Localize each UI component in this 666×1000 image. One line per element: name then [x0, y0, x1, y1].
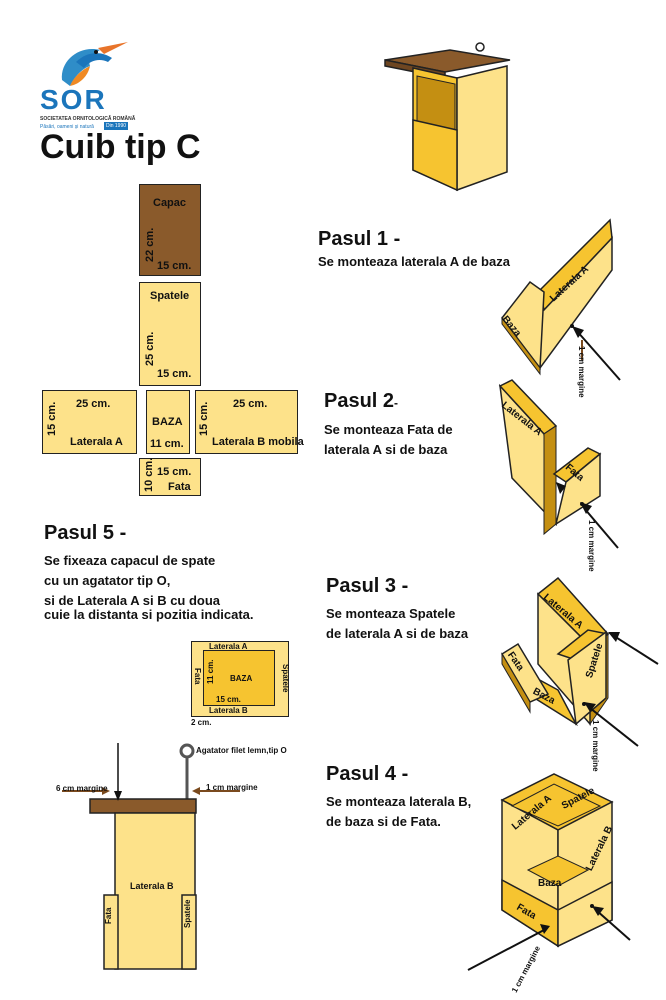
step5-line2: cu un agatator tip O,	[44, 573, 171, 588]
step5-line4: cuie la distanta si pozitia indicata.	[44, 607, 254, 622]
step2-title-dash: -	[394, 396, 399, 410]
capac-height: 22 cm.	[144, 227, 156, 262]
step2-line2: laterala A si de baza	[324, 442, 448, 457]
baza-panel	[146, 390, 190, 454]
top-view-inner	[203, 650, 275, 706]
laterala-a-width: 25 cm.	[76, 398, 111, 410]
step3-figure	[500, 576, 659, 747]
spatele-height: 25 cm.	[144, 331, 156, 366]
assembled-birdhouse	[384, 42, 511, 192]
spatele-label: Spatele	[150, 290, 190, 302]
step4-line2: de baza si de Fata.	[326, 814, 441, 829]
top-view-laterala-a: Laterala A	[209, 642, 248, 651]
top-view-h: 11 cm.	[206, 659, 215, 684]
capac-width: 15 cm.	[157, 260, 192, 272]
top-view-gap: 2 cm.	[191, 718, 212, 727]
logo-name: SOR	[40, 84, 107, 115]
capac-panel	[139, 184, 201, 276]
step3-title: Pasul 3 -	[326, 575, 409, 597]
step1-figure	[501, 218, 621, 381]
step4-title: Pasul 4 -	[326, 763, 409, 785]
capac-label: Capac	[153, 197, 187, 209]
logo-since: Din 1990	[104, 122, 129, 130]
step2-margin: 1 cm margine	[587, 520, 596, 572]
step3-line1: Se monteaza Spatele	[326, 606, 456, 621]
fata-height: 10 cm.	[143, 457, 155, 492]
fata-panel	[139, 458, 201, 496]
top-view-spatele: Spatele	[281, 664, 290, 693]
laterala-a-label: Laterala A	[70, 436, 123, 448]
spatele-width: 15 cm.	[157, 368, 192, 380]
logo-motto: Păsări, oameni și natură	[40, 124, 94, 130]
logo-org: SOCIETATEA ORNITOLOGICĂ ROMÂNĂ	[40, 116, 136, 122]
top-view-baza: BAZA	[230, 674, 253, 683]
step5-line3: si de Laterala A si B cu doua	[44, 593, 221, 608]
fata-label: Fata	[168, 481, 191, 493]
step5-title: Pasul 5 -	[44, 522, 127, 544]
laterala-a-panel	[42, 390, 137, 454]
top-view-fata: Fata	[193, 668, 202, 685]
laterala-b-height: 15 cm.	[198, 401, 210, 436]
spatele-panel	[139, 282, 201, 386]
side-view-fata: Fata	[104, 907, 113, 924]
logo: SOR SOCIETATEA ORNITOLOGICĂ ROMÂNĂ Păsăr…	[40, 40, 135, 135]
baza-width: 11 cm.	[150, 438, 184, 450]
step2-line1: Se monteaza Fata de	[324, 422, 453, 437]
step3-line2: de laterala A si de baza	[326, 626, 469, 641]
step5-line1: Se fixeaza capacul de spate	[44, 553, 216, 568]
top-view-w: 15 cm.	[216, 695, 241, 704]
laterala-a-height: 15 cm.	[46, 401, 58, 436]
step1-title: Pasul 1 -	[318, 228, 401, 250]
side-view-hook: Agatator filet lemn,tip O	[196, 746, 287, 755]
kingfisher-logo-icon	[61, 42, 128, 86]
step2-title: Pasul 2-	[324, 390, 398, 413]
side-view-margin-right: 1 cm margine	[206, 783, 258, 792]
fata-width: 15 cm.	[157, 466, 192, 478]
laterala-b-panel	[195, 390, 298, 454]
step4-figure	[467, 773, 631, 971]
laterala-b-width: 25 cm.	[233, 398, 268, 410]
laterala-b-label: Laterala B mobila	[212, 436, 304, 448]
baza-label: BAZA	[152, 416, 183, 428]
side-view-laterala-b: Laterala B	[130, 881, 174, 891]
side-view	[62, 743, 240, 970]
page-title: Cuib tip C	[40, 128, 201, 166]
step4-baza: Baza	[538, 878, 562, 889]
step3-margin: 1 cm margine	[591, 720, 600, 772]
top-view-laterala-b: Laterala B	[209, 706, 248, 715]
step1-text: Se monteaza laterala A de baza	[318, 254, 510, 269]
step2-title-text: Pasul 2	[324, 390, 395, 412]
side-view-spatele: Spatele	[183, 899, 192, 928]
step4-line1: Se monteaza laterala B,	[326, 794, 472, 809]
side-view-margin-left: 6 cm margine	[56, 784, 108, 793]
step2-figure	[498, 379, 619, 549]
